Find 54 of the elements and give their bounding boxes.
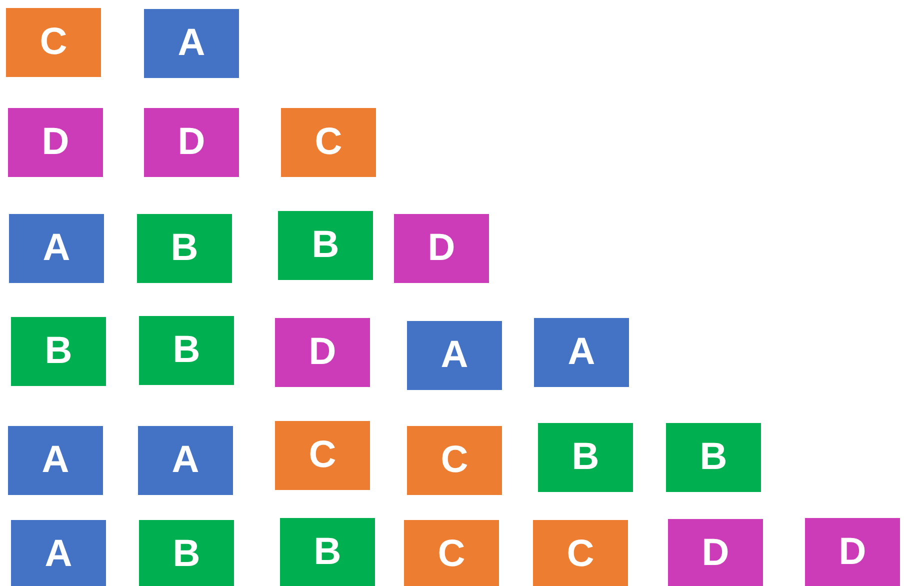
tile-letter: A bbox=[178, 22, 206, 65]
letter-tile bbox=[275, 421, 370, 490]
tile-letter: B bbox=[314, 531, 342, 574]
tile-letter: A bbox=[42, 227, 70, 270]
letter-tile bbox=[394, 214, 489, 283]
letter-tile bbox=[138, 426, 233, 495]
tile-letter: A bbox=[172, 439, 200, 482]
letter-tile bbox=[668, 519, 763, 586]
letter-tile bbox=[9, 214, 104, 283]
letter-tile bbox=[407, 321, 502, 390]
letter-tile bbox=[538, 423, 633, 492]
letter-tile bbox=[139, 316, 234, 385]
tile-letter: D bbox=[702, 532, 730, 575]
letter-tile bbox=[666, 423, 761, 492]
tile-letter: A bbox=[42, 439, 70, 482]
tile-letter: B bbox=[312, 224, 340, 267]
letter-tile bbox=[805, 518, 900, 586]
tile-letter: A bbox=[440, 334, 468, 377]
tile-letter: D bbox=[838, 531, 866, 574]
letter-tile bbox=[11, 520, 106, 586]
letter-tile bbox=[144, 9, 239, 78]
letter-tile bbox=[278, 211, 373, 280]
letter-tile bbox=[8, 426, 103, 495]
tile-letter: C bbox=[440, 439, 468, 482]
letter-tile bbox=[407, 426, 502, 495]
tile-letter: D bbox=[308, 331, 336, 374]
letter-tile bbox=[281, 108, 376, 177]
tile-letter: B bbox=[44, 330, 72, 373]
tile-letter: C bbox=[566, 533, 594, 576]
tile-letter: C bbox=[40, 21, 68, 64]
letter-tile bbox=[139, 520, 234, 586]
tile-letter: A bbox=[568, 331, 596, 374]
letter-tile bbox=[404, 520, 499, 586]
tile-letter: D bbox=[428, 227, 456, 270]
tile-letter: D bbox=[42, 121, 70, 164]
letter-tile bbox=[275, 318, 370, 387]
tile-letter: B bbox=[170, 227, 198, 270]
tile-letter: C bbox=[308, 434, 336, 477]
tile-letter: C bbox=[314, 121, 342, 164]
letter-tile bbox=[534, 318, 629, 387]
tile-letter: B bbox=[700, 436, 728, 479]
letter-tile bbox=[137, 214, 232, 283]
letter-tile bbox=[533, 520, 628, 586]
tile-letter: C bbox=[438, 533, 466, 576]
letter-tile bbox=[11, 317, 106, 386]
tile-letter: D bbox=[178, 121, 206, 164]
letter-tile bbox=[280, 518, 375, 586]
letter-tile bbox=[144, 108, 239, 177]
tile-letter: A bbox=[44, 533, 72, 576]
letter-tile bbox=[8, 108, 103, 177]
tile-letter: B bbox=[572, 436, 600, 479]
tile-letter: B bbox=[172, 533, 200, 576]
tile-letter: B bbox=[172, 329, 200, 372]
letter-tile bbox=[6, 8, 101, 77]
